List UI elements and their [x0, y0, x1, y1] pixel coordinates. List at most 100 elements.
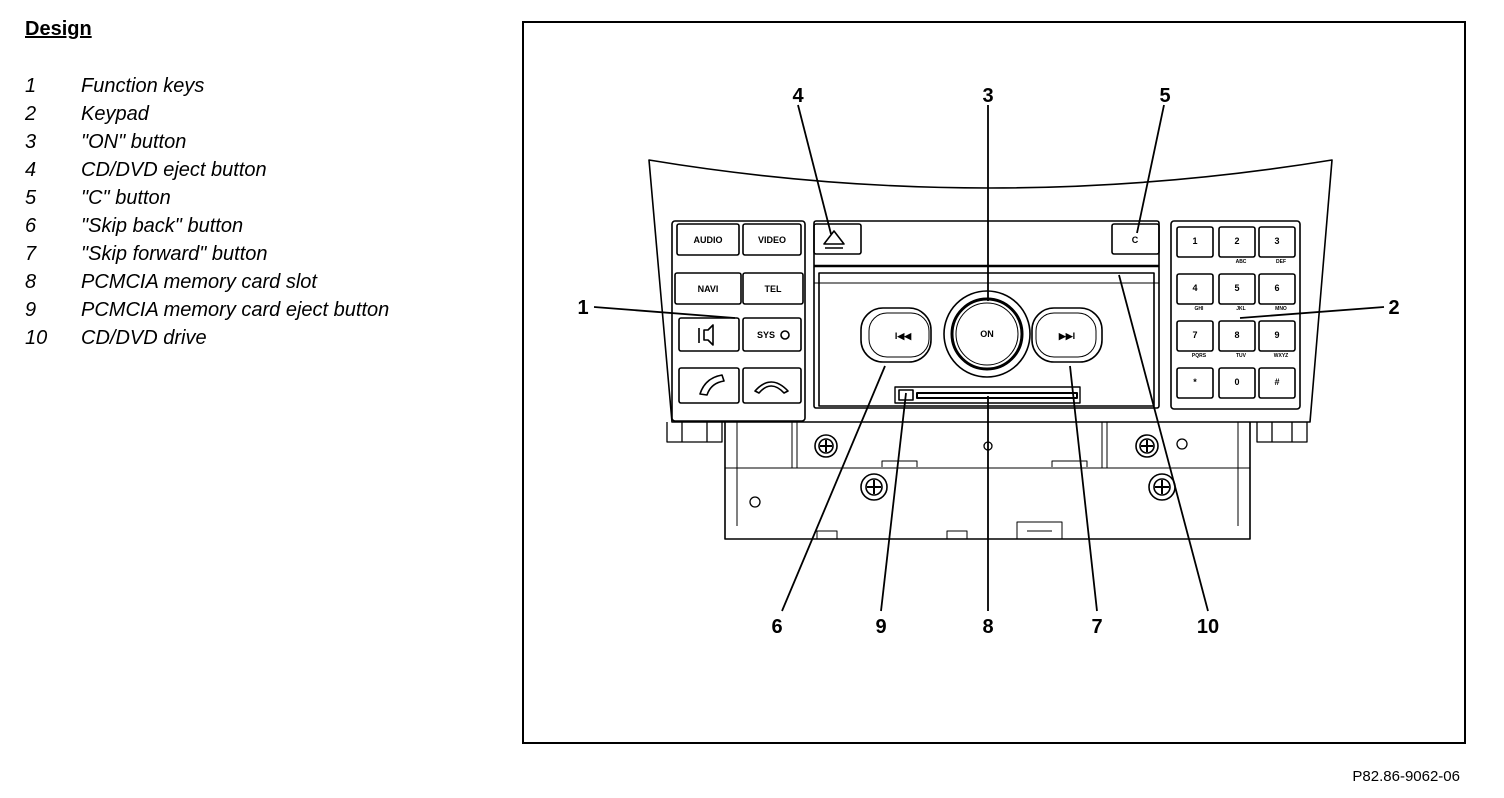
keypad-key-label: 1	[1192, 236, 1197, 246]
speaker-mute-icon	[698, 324, 714, 346]
on-button-label: ON	[980, 329, 994, 339]
legend-label: PCMCIA memory card slot	[81, 271, 317, 293]
call-answer-button[interactable]	[678, 367, 740, 404]
callouts: 4 3 5 1 2 6 9 8 7 1 0	[577, 85, 1399, 638]
keypad-key-letters: MNO	[1275, 306, 1287, 312]
keypad-key-hash[interactable]	[1258, 367, 1296, 399]
skip-forward-button[interactable]	[1031, 307, 1103, 363]
keypad-key-letters: DEF	[1276, 259, 1286, 265]
legend-item: 4 CD/DVD eject button	[25, 156, 389, 184]
skip-forward-icon: ▶▶I	[1058, 331, 1075, 341]
keypad-key-label: 2	[1234, 236, 1239, 246]
legend-label: Keypad	[81, 103, 149, 125]
keypad-key-0[interactable]	[1218, 367, 1256, 399]
legend-number: 10	[25, 327, 48, 349]
keypad-key-label: 4	[1192, 283, 1197, 293]
center-panel	[813, 220, 1160, 409]
page-heading: Design	[25, 18, 92, 40]
skip-back-icon: I◀◀	[895, 331, 912, 341]
legend-number: 6	[25, 215, 37, 237]
sys-button-label: SYS	[757, 330, 775, 340]
legend-item: 5 "C" button	[25, 184, 389, 212]
legend-label: CD/DVD eject button	[81, 159, 267, 181]
callout-7: 7	[1091, 616, 1102, 638]
keypad-key-label: #	[1274, 377, 1279, 387]
callout-3: 3	[982, 85, 993, 107]
legend-number: 4	[25, 159, 37, 181]
keypad-key-7[interactable]	[1176, 320, 1214, 352]
keypad-key-letters: GHI	[1195, 306, 1205, 312]
keypad-key-9[interactable]	[1258, 320, 1296, 352]
legend-item: 2 Keypad	[25, 100, 389, 128]
keypad-key-star[interactable]	[1176, 367, 1214, 399]
legend-item: 9 PCMCIA memory card eject button	[25, 296, 389, 324]
keypad-key-1[interactable]	[1176, 226, 1214, 258]
keypad-key-label: *	[1193, 377, 1197, 387]
keypad-key-3[interactable]	[1258, 226, 1296, 258]
function-keys: AUDIO VIDEO NAVI TEL SYS	[671, 220, 806, 422]
keypad-key-5[interactable]	[1218, 273, 1256, 305]
keypad-key-letters: ABC	[1236, 259, 1247, 265]
c-button-label: C	[1132, 235, 1139, 245]
tel-button-label: TEL	[765, 284, 783, 294]
callout-4: 4	[792, 85, 804, 107]
legend-number: 2	[25, 103, 37, 125]
pcmcia-card-slot	[916, 392, 1078, 399]
audio-button-label: AUDIO	[694, 235, 723, 245]
sys-button[interactable]	[742, 317, 802, 352]
keypad-key-label: 8	[1234, 330, 1239, 340]
legend-label: "C" button	[81, 187, 171, 209]
legend-item: 3"ON" button	[25, 128, 389, 156]
legend-label: "Skip back" button	[81, 215, 244, 237]
video-button-label: VIDEO	[758, 235, 786, 245]
navi-button-label: NAVI	[698, 284, 719, 294]
callout-9: 9	[875, 616, 886, 638]
screw-icon	[860, 473, 888, 501]
keypad-key-label: 6	[1274, 283, 1279, 293]
figure-reference: P82.86-9062-06	[1352, 768, 1460, 785]
keypad-key-letters: JKL	[1236, 306, 1245, 312]
keypad-key-8[interactable]	[1218, 320, 1256, 352]
legend-number: 3	[25, 131, 37, 153]
screw-icon	[1148, 473, 1176, 501]
call-end-button[interactable]	[742, 367, 802, 404]
keypad-key-2[interactable]	[1218, 226, 1256, 258]
legend-label: PCMCIA memory card eject button	[81, 299, 390, 321]
callout-6: 6	[771, 616, 782, 638]
legend-number: 9	[25, 299, 37, 321]
audio-button[interactable]	[676, 223, 740, 256]
keypad-key-letters: WXYZ	[1274, 353, 1288, 359]
screws	[814, 434, 1176, 501]
eject-icon[interactable]	[823, 230, 845, 249]
legend-label: "Skip forward" button	[81, 243, 268, 265]
screw-icon	[1135, 434, 1159, 458]
keypad-key-4[interactable]	[1176, 273, 1214, 305]
navi-button[interactable]	[674, 272, 742, 305]
video-button[interactable]	[742, 223, 802, 256]
keypad-key-label: 0	[1234, 377, 1239, 387]
legend-label: Function keys	[81, 75, 205, 97]
keypad-key-label: 3	[1274, 236, 1279, 246]
legend-number: 8	[25, 271, 37, 293]
sys-dial-icon	[780, 330, 790, 340]
mute-button[interactable]	[678, 317, 740, 352]
callout-2: 2	[1388, 297, 1399, 319]
legend-number: 7	[25, 243, 37, 265]
leader-lines	[593, 104, 1385, 612]
legend-number: 5	[25, 187, 37, 209]
tel-button[interactable]	[742, 272, 804, 305]
callout-1: 1	[577, 297, 588, 319]
callout-5: 5	[1159, 85, 1170, 107]
on-button[interactable]	[950, 297, 1024, 371]
keypad-key-6[interactable]	[1258, 273, 1296, 305]
phone-end-icon	[754, 381, 789, 394]
legend-item: 6 "Skip back" button	[25, 212, 389, 240]
keypad-key-label: 9	[1274, 330, 1279, 340]
keypad-key-label: 7	[1192, 330, 1197, 340]
skip-back-button[interactable]	[860, 307, 932, 363]
on-knob-ring	[943, 290, 1031, 378]
